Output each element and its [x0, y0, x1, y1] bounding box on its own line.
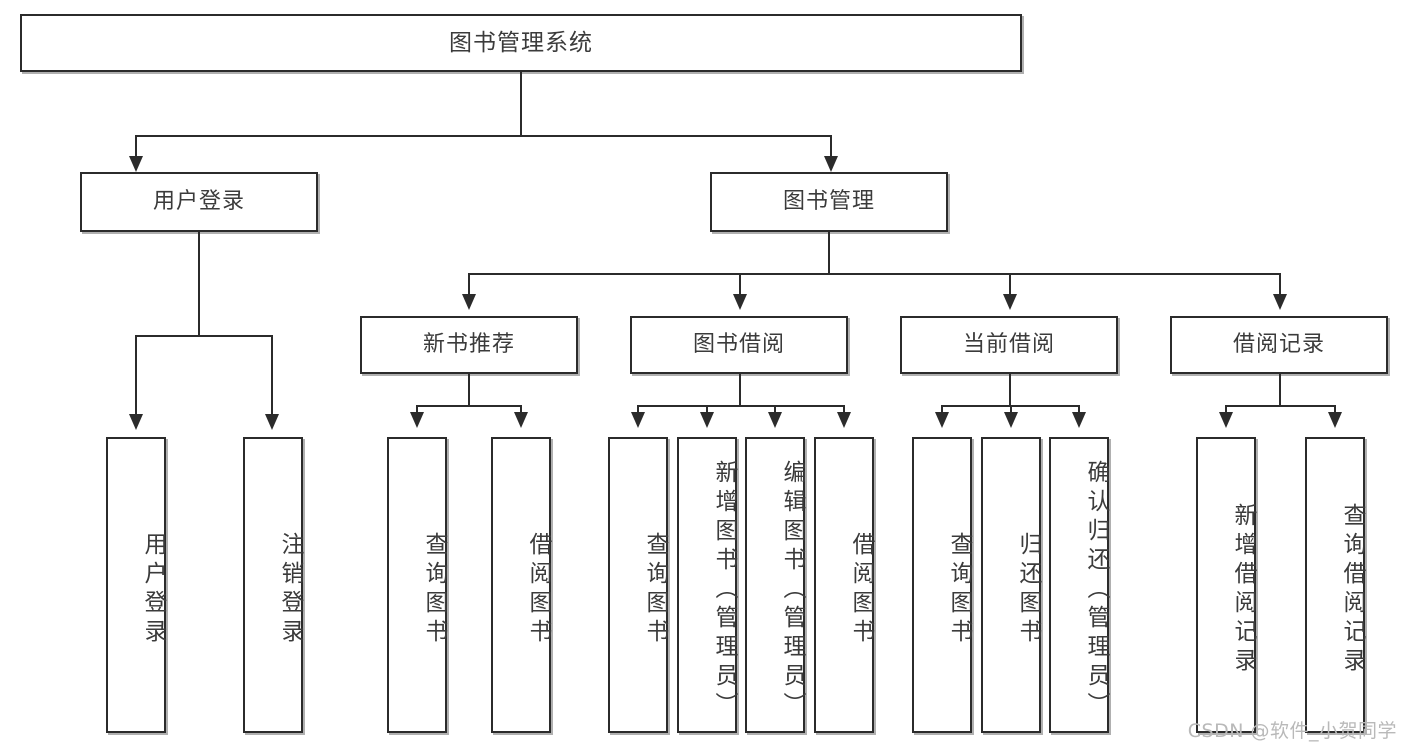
node-borrow-record[interactable]: 借阅记录 [1170, 316, 1388, 374]
arrowhead-new-book-leaf-1 [410, 412, 424, 428]
arrowhead-book-borrow-leaf-2 [700, 412, 714, 428]
arrowhead-leaf-user-login [129, 414, 143, 430]
leaf-return-book[interactable]: 归还图书 [981, 437, 1041, 733]
arrowhead-to-borrow-record [1273, 294, 1287, 310]
arrowhead-current-borrow-leaf-2 [1004, 412, 1018, 428]
connector-book-borrow-bus [637, 405, 845, 407]
connector-borrow-record-left [1225, 405, 1227, 415]
arrowhead-book-borrow-leaf-1 [631, 412, 645, 428]
leaf-label: 新增借阅记录 [1230, 503, 1256, 677]
connector-new-book-left [416, 405, 418, 415]
node-book-management[interactable]: 图书管理 [710, 172, 948, 232]
node-label: 图书借阅 [692, 332, 785, 358]
node-root-book-management-system[interactable]: 图书管理系统 [20, 14, 1022, 72]
connector-book-borrow-l3 [774, 405, 776, 415]
node-user-login[interactable]: 用户登录 [80, 172, 318, 232]
connector-borrow-record-stem [1279, 374, 1281, 406]
connector-new-book-stem [468, 374, 470, 406]
connector-new-book-right [520, 405, 522, 415]
connector-current-borrow-stem [1009, 374, 1011, 406]
connector-to-current-borrow [1009, 273, 1011, 297]
connector-user-login-stem [198, 232, 200, 336]
connector-book-borrow-l4 [843, 405, 845, 415]
connector-current-borrow-l2 [1010, 405, 1012, 415]
arrowhead-borrow-record-leaf-1 [1219, 412, 1233, 428]
arrowhead-leaf-logout-login [265, 414, 279, 430]
arrowhead-current-borrow-leaf-3 [1072, 412, 1086, 428]
arrowhead-root-to-user-login [129, 156, 143, 172]
node-label: 图书管理系统 [449, 29, 593, 56]
connector-to-borrow-record [1279, 273, 1281, 297]
leaf-label: 注销登录 [277, 532, 303, 648]
leaf-confirm-return-admin[interactable]: 确认归还（管理员） [1049, 437, 1109, 733]
connector-new-book-bus [416, 405, 521, 407]
leaf-label: 编辑图书（管理员） [779, 459, 805, 721]
leaf-label: 借阅图书 [525, 532, 551, 648]
leaf-query-book-recommend[interactable]: 查询图书 [387, 437, 447, 733]
node-book-borrow[interactable]: 图书借阅 [630, 316, 848, 374]
arrowhead-book-borrow-leaf-3 [768, 412, 782, 428]
connector-user-login-right [271, 335, 273, 417]
leaf-add-borrow-record[interactable]: 新增借阅记录 [1196, 437, 1256, 733]
connector-root-stem [520, 72, 522, 136]
leaf-label: 查询图书 [642, 532, 668, 648]
connector-book-borrow-l2 [706, 405, 708, 415]
connector-book-borrow-stem [739, 374, 741, 406]
connector-to-new-book [468, 273, 470, 297]
connector-borrow-record-right [1334, 405, 1336, 415]
arrowhead-current-borrow-leaf-1 [935, 412, 949, 428]
connector-user-login-bus [135, 335, 272, 337]
leaf-label: 确认归还（管理员） [1083, 459, 1109, 721]
arrowhead-to-new-book [462, 294, 476, 310]
leaf-label: 用户登录 [140, 532, 166, 648]
leaf-logout-login[interactable]: 注销登录 [243, 437, 303, 733]
leaf-borrow-book[interactable]: 借阅图书 [814, 437, 874, 733]
connector-user-login-left [135, 335, 137, 417]
arrowhead-borrow-record-leaf-2 [1328, 412, 1342, 428]
connector-to-book-borrow [739, 273, 741, 297]
arrowhead-new-book-leaf-2 [514, 412, 528, 428]
connector-current-borrow-l3 [1078, 405, 1080, 415]
node-new-book-recommend[interactable]: 新书推荐 [360, 316, 578, 374]
leaf-label: 查询借阅记录 [1339, 503, 1365, 677]
leaf-label: 借阅图书 [848, 532, 874, 648]
leaf-edit-book-admin[interactable]: 编辑图书（管理员） [745, 437, 805, 733]
leaf-label: 新增图书（管理员） [711, 459, 737, 721]
arrowhead-book-borrow-leaf-4 [837, 412, 851, 428]
connector-borrow-record-bus [1225, 405, 1335, 407]
connector-root-bus [135, 135, 832, 137]
node-label: 图书管理 [782, 189, 875, 215]
leaf-add-book-admin[interactable]: 新增图书（管理员） [677, 437, 737, 733]
arrowhead-to-current-borrow [1003, 294, 1017, 310]
arrowhead-to-book-borrow [733, 294, 747, 310]
connector-root-to-user-login [135, 135, 137, 163]
connector-level3-bus [468, 273, 1280, 275]
node-current-borrow[interactable]: 当前借阅 [900, 316, 1118, 374]
node-label: 当前借阅 [962, 332, 1055, 358]
connector-book-borrow-l1 [637, 405, 639, 415]
leaf-query-borrow-record[interactable]: 查询借阅记录 [1305, 437, 1365, 733]
leaf-label: 查询图书 [421, 532, 447, 648]
leaf-borrow-book-recommend[interactable]: 借阅图书 [491, 437, 551, 733]
leaf-label: 归还图书 [1015, 532, 1041, 648]
leaf-user-login[interactable]: 用户登录 [106, 437, 166, 733]
node-label: 用户登录 [152, 189, 245, 215]
connector-book-management-stem [828, 232, 830, 274]
arrowhead-root-to-book-management [824, 156, 838, 172]
leaf-query-book-current[interactable]: 查询图书 [912, 437, 972, 733]
leaf-query-book-borrow[interactable]: 查询图书 [608, 437, 668, 733]
watermark: CSDN @软件_小贺同学 [1187, 720, 1397, 742]
leaf-label: 查询图书 [946, 532, 972, 648]
connector-current-borrow-l1 [941, 405, 943, 415]
node-label: 新书推荐 [422, 332, 515, 358]
connector-root-to-book-management [830, 135, 832, 163]
node-label: 借阅记录 [1232, 332, 1325, 358]
